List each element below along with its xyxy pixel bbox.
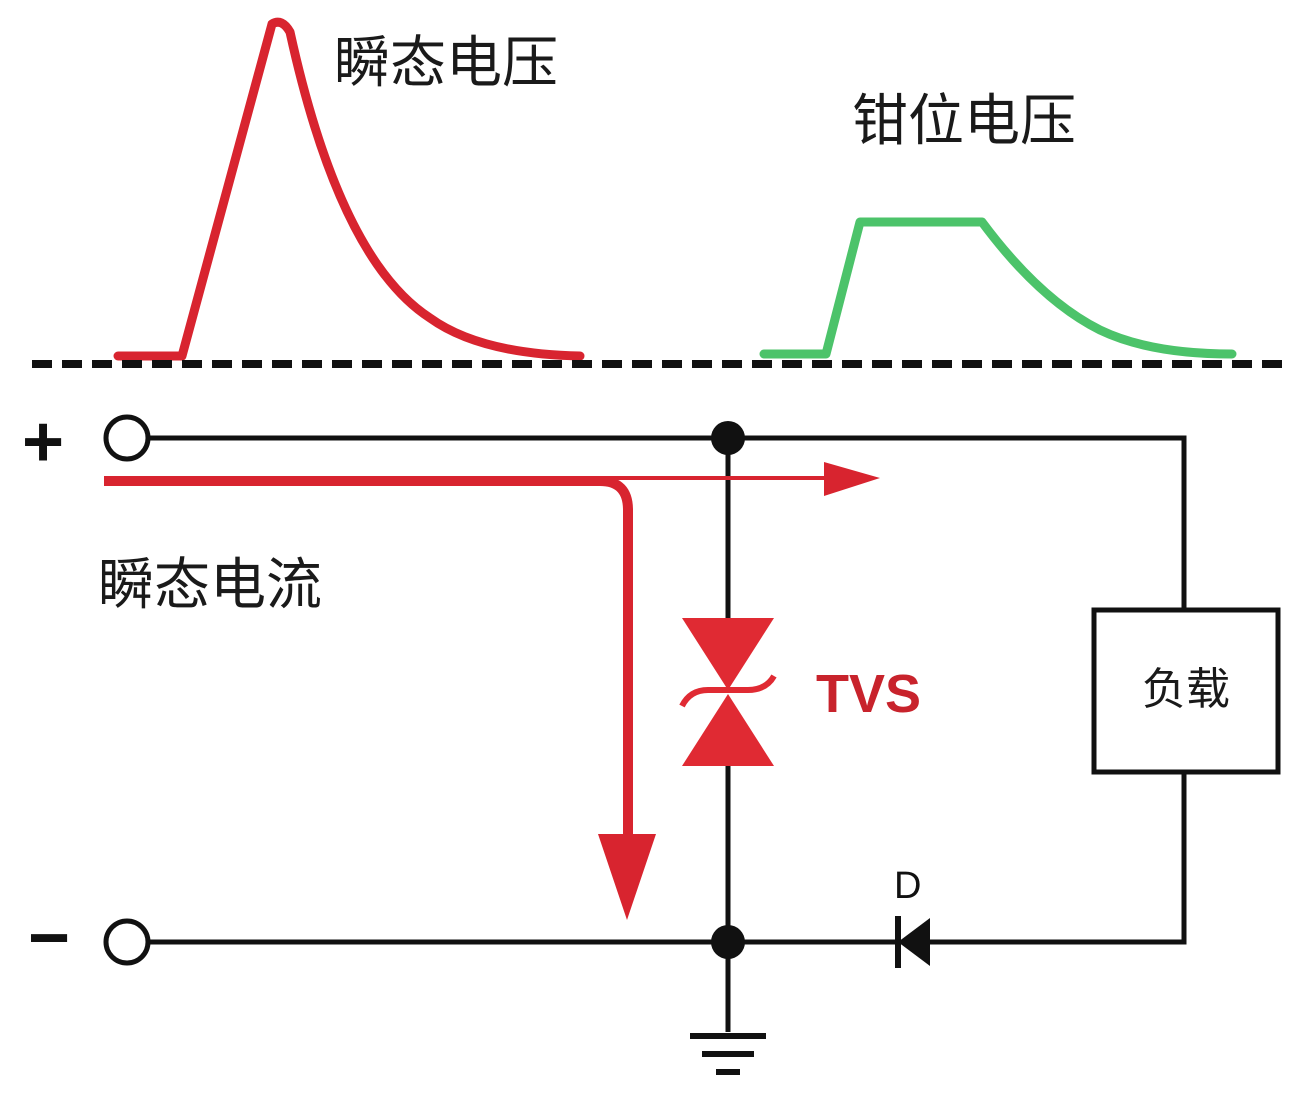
diode-label: D xyxy=(894,865,921,907)
load-label: 负载 xyxy=(1142,664,1230,715)
bottom-junction-dot xyxy=(711,925,745,959)
positive-terminal xyxy=(103,414,151,462)
transient-current-path xyxy=(104,462,880,920)
top-junction-dot xyxy=(711,421,745,455)
clamp-voltage-waveform xyxy=(759,217,1237,359)
transient-current-label: 瞬态电流 xyxy=(98,553,322,618)
transient-voltage-waveform xyxy=(113,17,585,361)
top-rail-wire xyxy=(148,435,1187,610)
ground-symbol xyxy=(690,1033,766,1075)
plus-sign: + xyxy=(22,402,64,482)
tvs-diode-icon xyxy=(679,618,777,766)
tvs-label: TVS xyxy=(816,664,921,724)
bottom-rail-wire xyxy=(148,772,1187,945)
transient-voltage-label: 瞬态电压 xyxy=(334,31,558,96)
negative-terminal xyxy=(103,918,151,966)
load-box xyxy=(1091,607,1281,775)
minus-sign: − xyxy=(28,898,70,978)
diode-icon xyxy=(895,916,930,968)
clamp-voltage-label: 钳位电压 xyxy=(852,89,1076,154)
